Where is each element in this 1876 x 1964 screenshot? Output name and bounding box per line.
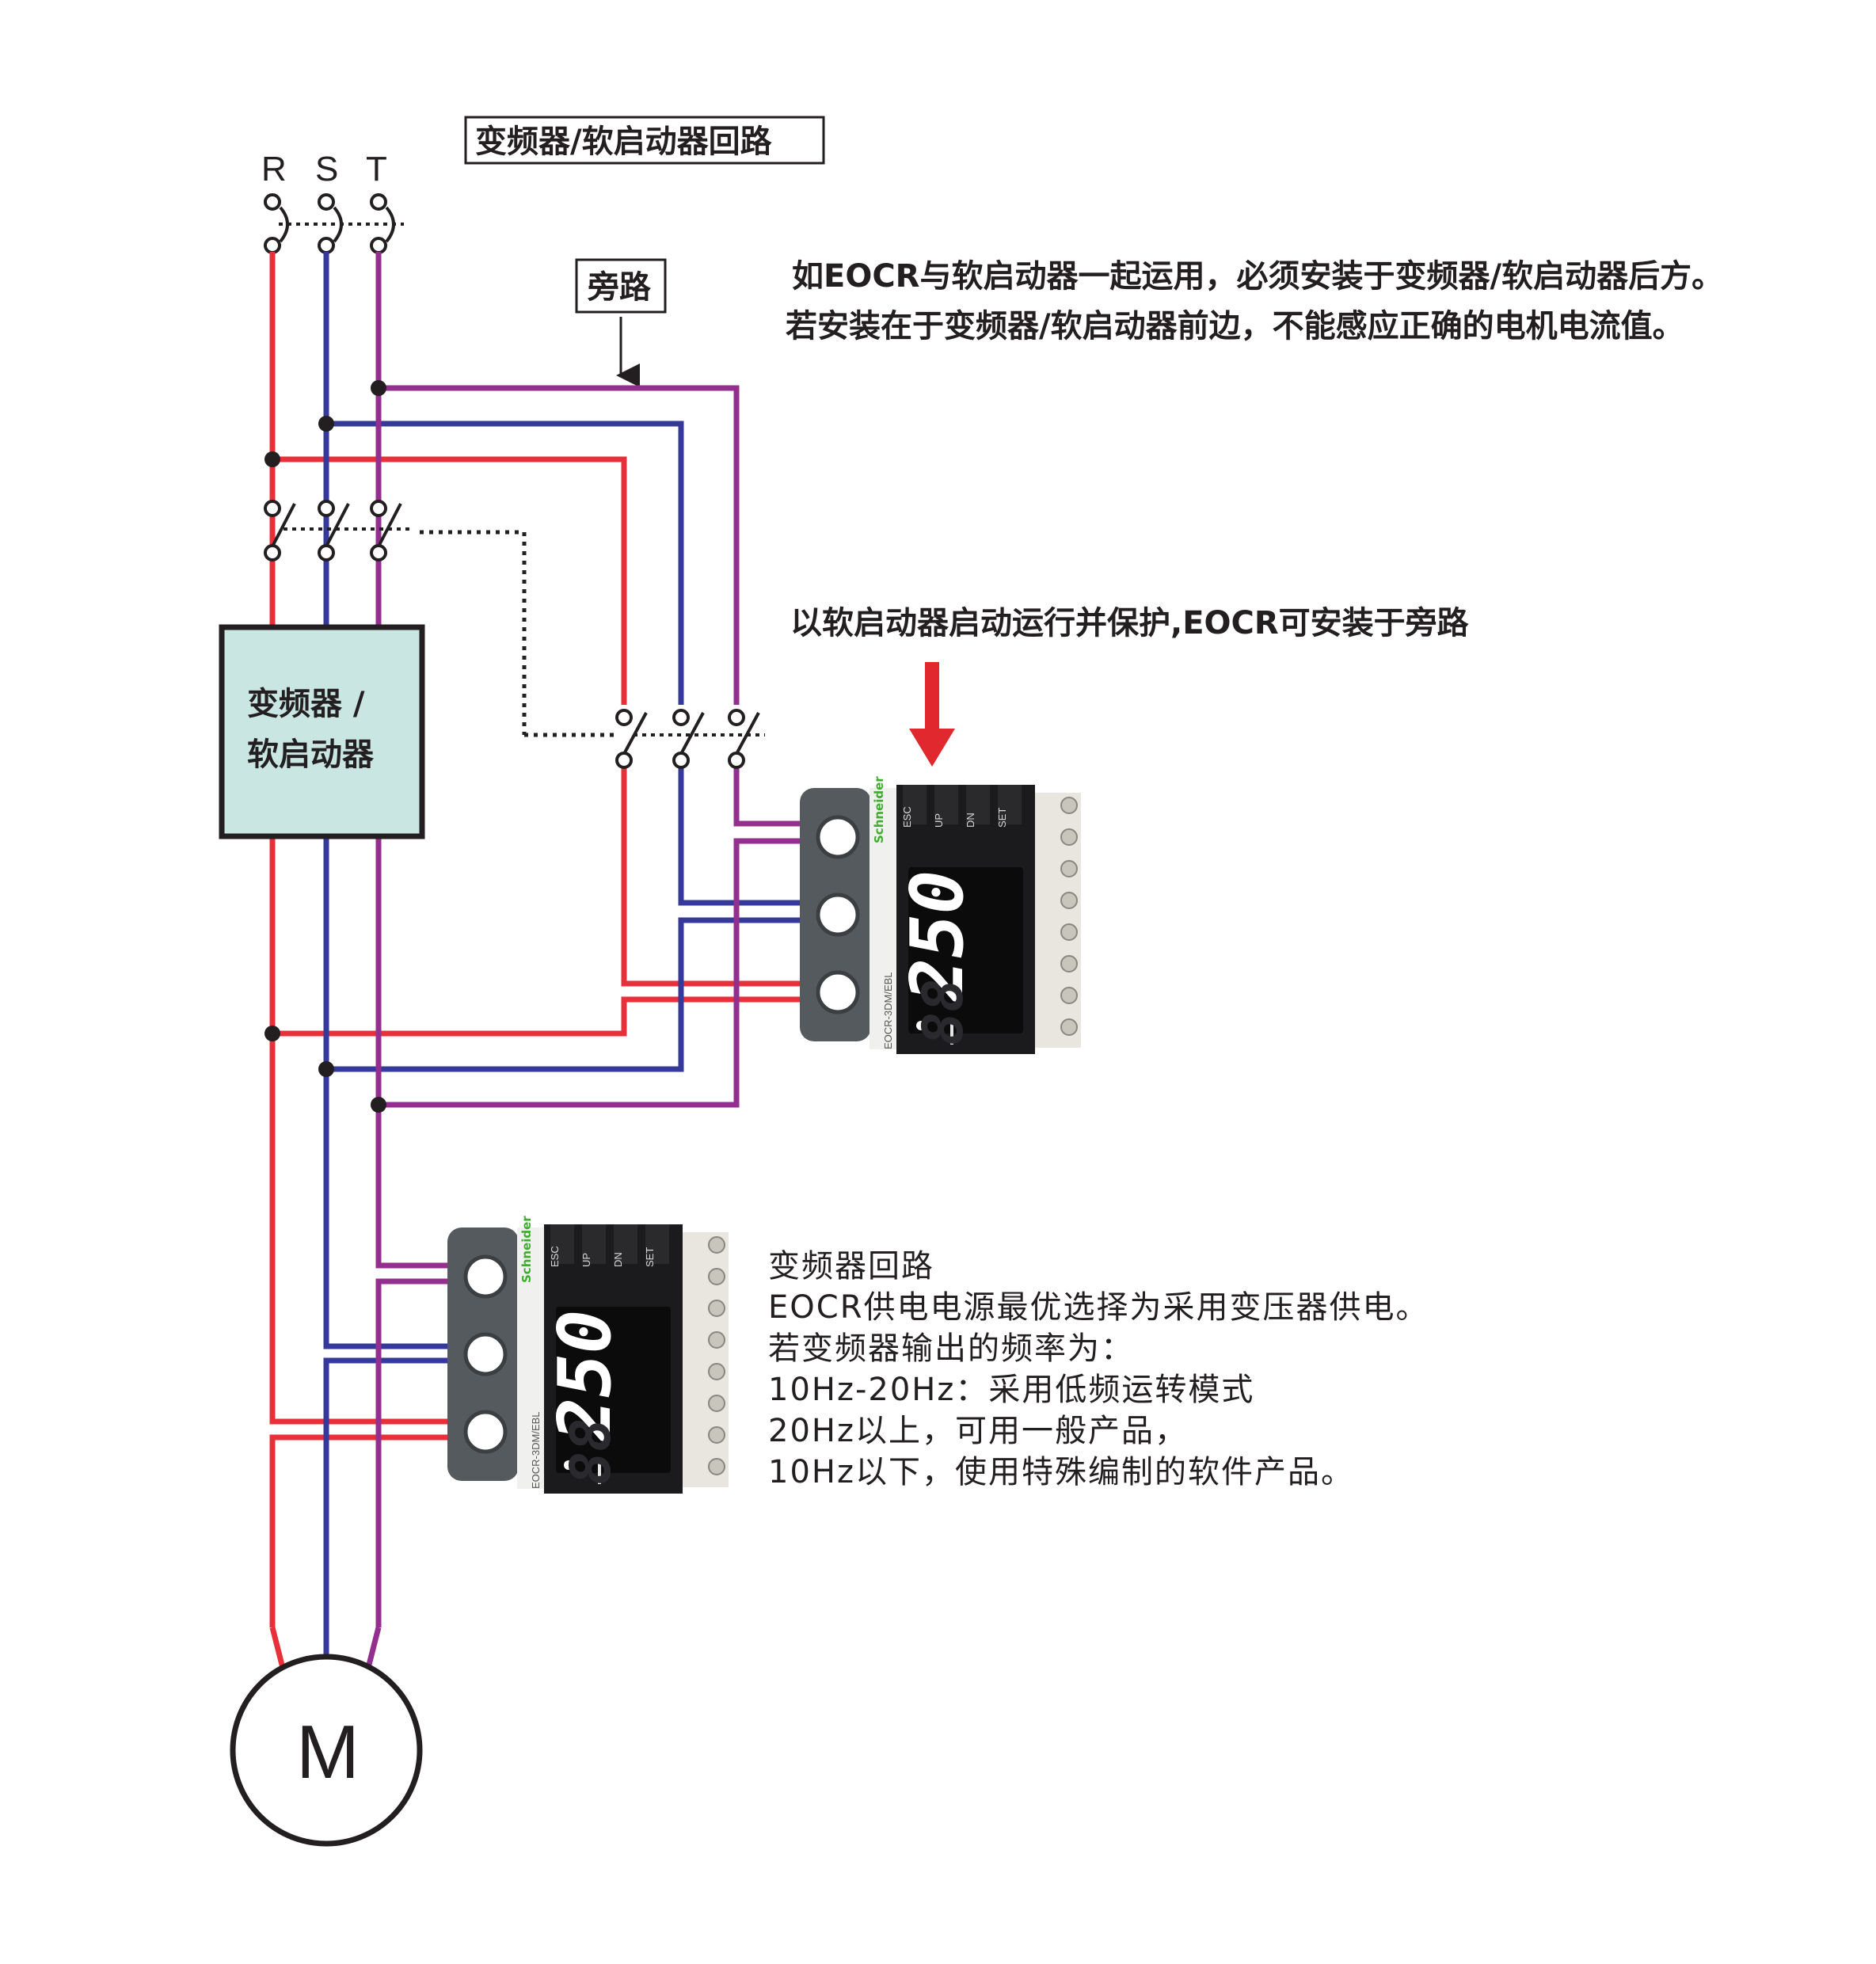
relay-brand: Schneider — [519, 1216, 534, 1283]
vfd-label-line2: 软启动器 — [247, 736, 375, 773]
wire-r-bypass-ct-in — [621, 756, 820, 987]
circuit-title-box: 变频器/软启动器回路 — [464, 116, 825, 165]
relay-button-set: SET — [644, 1247, 656, 1267]
relay-brand: Schneider — [872, 776, 886, 843]
motor-label: M — [296, 1710, 360, 1795]
note-bottom-line2: EOCR供电电源最优选择为采用变压器供电。 — [768, 1289, 1429, 1326]
relay-model: EOCR-3DM/EBL — [530, 1411, 542, 1489]
junction-dots — [264, 380, 386, 1113]
wire-r-bypass-top — [272, 456, 627, 705]
circuit-title: 变频器/软启动器回路 — [475, 124, 773, 160]
wire-s-motor — [323, 1357, 483, 1659]
bypass-label: 旁路 — [587, 269, 652, 306]
relay-button-dn: DN — [612, 1252, 624, 1267]
bypass-contactor — [615, 709, 765, 769]
input-contactor — [264, 500, 618, 737]
motor: M — [230, 1654, 423, 1847]
relay-model: EOCR-3DM/EBL — [882, 972, 894, 1049]
note-bottom-line6: 10Hz以下，使用特殊编制的软件产品。 — [768, 1454, 1354, 1490]
vfd-soft-starter-box: 变频器 / 软启动器 — [219, 624, 425, 839]
wire-s-bypass-return — [326, 917, 820, 1072]
phase-label-t: T — [366, 150, 387, 188]
vfd-label-line1: 变频器 / — [247, 686, 365, 722]
relay-button-set: SET — [996, 808, 1008, 828]
eocr-relay-bypass: Schneider 250 88 ESC UP DN SET EOCR-3DM/… — [800, 776, 1081, 1054]
note-bottom-line1: 变频器回路 — [768, 1248, 934, 1285]
note-bottom-line3: 若变频器输出的频率为： — [768, 1330, 1134, 1367]
relay-display-value: 250 — [542, 1310, 627, 1443]
wires — [269, 252, 820, 1672]
wire-r-motor — [269, 1434, 483, 1627]
relay-button-esc: ESC — [901, 806, 913, 828]
phase-label-r: R — [261, 150, 287, 188]
bypass-label-box: 旁路 — [575, 258, 667, 387]
relay-button-esc: ESC — [549, 1246, 561, 1267]
relay-button-up: UP — [580, 1253, 592, 1267]
eocr-relay-vfd: Schneider 250 88 ESC UP DN SET EOCR-3DM/… — [447, 1216, 729, 1494]
note-bypass: 以软启动器启动运行并保护,EOCR可安装于旁路 — [790, 605, 1470, 641]
phase-label-s: S — [315, 150, 338, 188]
note-top-line1: 如EOCR与软启动器一起运用，必须安装于变频器/软启动器后方。 — [792, 258, 1723, 295]
note-bottom-line5: 20Hz以上，可用一般产品， — [768, 1413, 1188, 1449]
wire-t-bypass-ct-in — [733, 756, 820, 827]
wire-s-bypass-top — [326, 421, 684, 705]
wire-t-bypass-return — [379, 838, 820, 1108]
wire-r-bypass-return — [272, 996, 820, 1037]
note-top-line2: 若安装在于变频器/软启动器前边，不能感应正确的电机电流值。 — [786, 308, 1684, 344]
wire-s-vfd-out — [323, 838, 483, 1349]
relay-button-up: UP — [933, 813, 945, 828]
relay-display-dim: 88 — [558, 1418, 623, 1485]
wire-t-vfd-out — [375, 838, 483, 1269]
wire-t-bypass-top — [379, 385, 740, 705]
relay-button-dn: DN — [965, 813, 976, 828]
note-bottom-line4: 10Hz-20Hz：采用低频运转模式 — [768, 1372, 1254, 1408]
main-breaker — [264, 193, 404, 254]
relay-display-value: 250 — [895, 870, 980, 1003]
red-arrow-icon — [909, 662, 955, 767]
note-bottom: 变频器回路 EOCR供电电源最优选择为采用变压器供电。 若变频器输出的频率为： … — [768, 1248, 1429, 1490]
relay-display-dim: 88 — [911, 979, 976, 1045]
wire-s-bypass-ct-in — [678, 756, 820, 906]
